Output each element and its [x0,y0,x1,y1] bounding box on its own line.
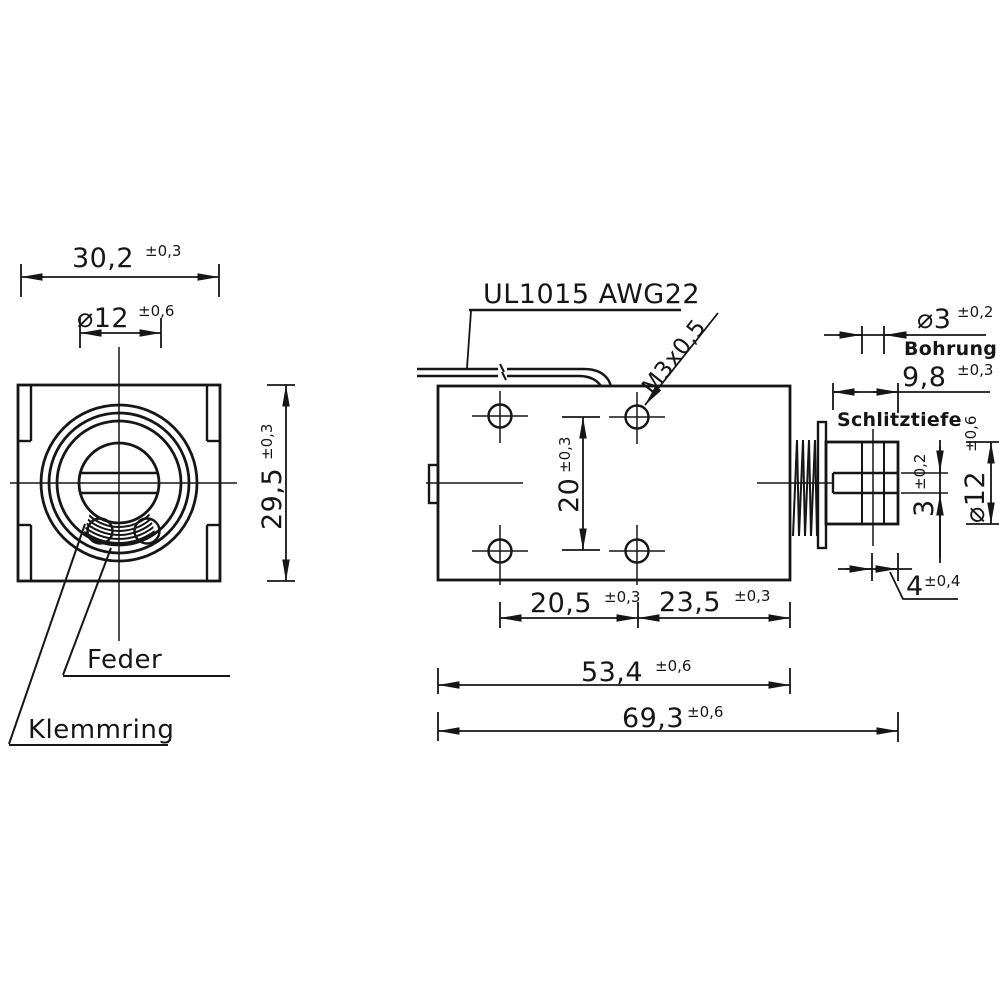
lead-wire [417,363,613,387]
mounting-holes [472,391,665,585]
dim-plunger-dia-tolerance: ±0,6 [962,416,980,452]
dim-front-height: 29,5 ±0,3 [257,384,295,582]
clamp-ring-right-lug [133,517,161,545]
spring-label: Feder [87,645,162,675]
dim-cross-hole: ⌀3 ±0,2 Bohrung [824,303,997,360]
dim-overall-length-value: 69,3 [622,703,684,734]
dim-cross-hole-tolerance: ±0,2 [957,303,993,321]
cross-hole-note: Bohrung [904,338,997,360]
side-view: UL1015 AWG22 M3x0,5 [417,279,999,742]
slot-depth-note: Schlitztiefe [837,409,962,431]
dim-front-bore-value: ⌀12 [77,303,129,334]
dim-slot-width-tolerance: ±0,2 [911,454,929,490]
dim-front-width-value: 30,2 [72,243,134,274]
dim-cross-hole-value: ⌀3 [917,304,951,335]
dim-hole-to-end-value: 4 [906,571,924,602]
dim-overall-length-tolerance: ±0,6 [687,703,723,721]
dim-body-length-value: 53,4 [581,657,643,688]
return-spring [792,439,818,537]
dim-hole-spacing-left-value: 20,5 [530,588,592,619]
dim-front-bore-tolerance: ±0,6 [138,302,174,320]
dim-hole-rows-tolerance: ±0,3 [556,437,574,473]
callout-thread: M3x0,5 [637,312,719,406]
dim-hole-spacing-right-tolerance: ±0,3 [734,587,770,605]
dim-overall-length: 69,3 ±0,6 [437,703,899,742]
dim-plunger-dia: ⌀12 ±0,6 [960,416,999,525]
clamp-ring-left-lug [86,517,114,545]
dim-hole-spacing-left-tolerance: ±0,3 [604,588,640,606]
dim-hole-spacing-right-value: 23,5 [659,587,721,618]
dim-front-width-tolerance: ±0,3 [145,242,181,260]
dim-slot-depth-value: 9,8 [902,362,946,393]
callout-clamp-ring: Klemmring [8,523,174,746]
dim-body-length: 53,4 ±0,6 [437,657,791,694]
dim-slot-width-value: 3 [909,499,940,517]
dim-slot-width: 3 ±0,2 [901,440,948,563]
dim-front-height-tolerance: ±0,3 [258,424,276,460]
dim-hole-rows: 20 ±0,3 [554,416,600,551]
side-left-tab [427,463,440,505]
wire-label: UL1015 AWG22 [483,279,700,310]
dim-front-bore: ⌀12 ±0,6 [77,302,174,348]
callout-wire: UL1015 AWG22 [466,279,700,369]
plunger-slot [831,471,898,495]
front-corner-notches [19,386,219,580]
dim-slot-depth: 9,8 ±0,3 Schlitztiefe [832,361,993,431]
dim-front-width: 30,2 ±0,3 [20,242,220,297]
clamp-ring-label: Klemmring [28,715,174,745]
dim-plunger-dia-value: ⌀12 [960,471,991,523]
dim-front-height-value: 29,5 [257,468,288,530]
callout-spring: Feder [62,547,230,677]
front-view: 30,2 ±0,3 ⌀12 ±0,6 29,5 ±0,3 Feder [8,242,295,746]
dim-hole-to-end: 4 ±0,4 [838,553,960,602]
dim-slot-depth-tolerance: ±0,3 [957,361,993,379]
dim-hole-to-end-tolerance: ±0,4 [924,572,960,590]
dim-hole-rows-value: 20 [554,478,585,513]
dim-body-length-tolerance: ±0,6 [655,657,691,675]
dim-hole-spacing: 20,5 ±0,3 23,5 ±0,3 [499,587,791,628]
